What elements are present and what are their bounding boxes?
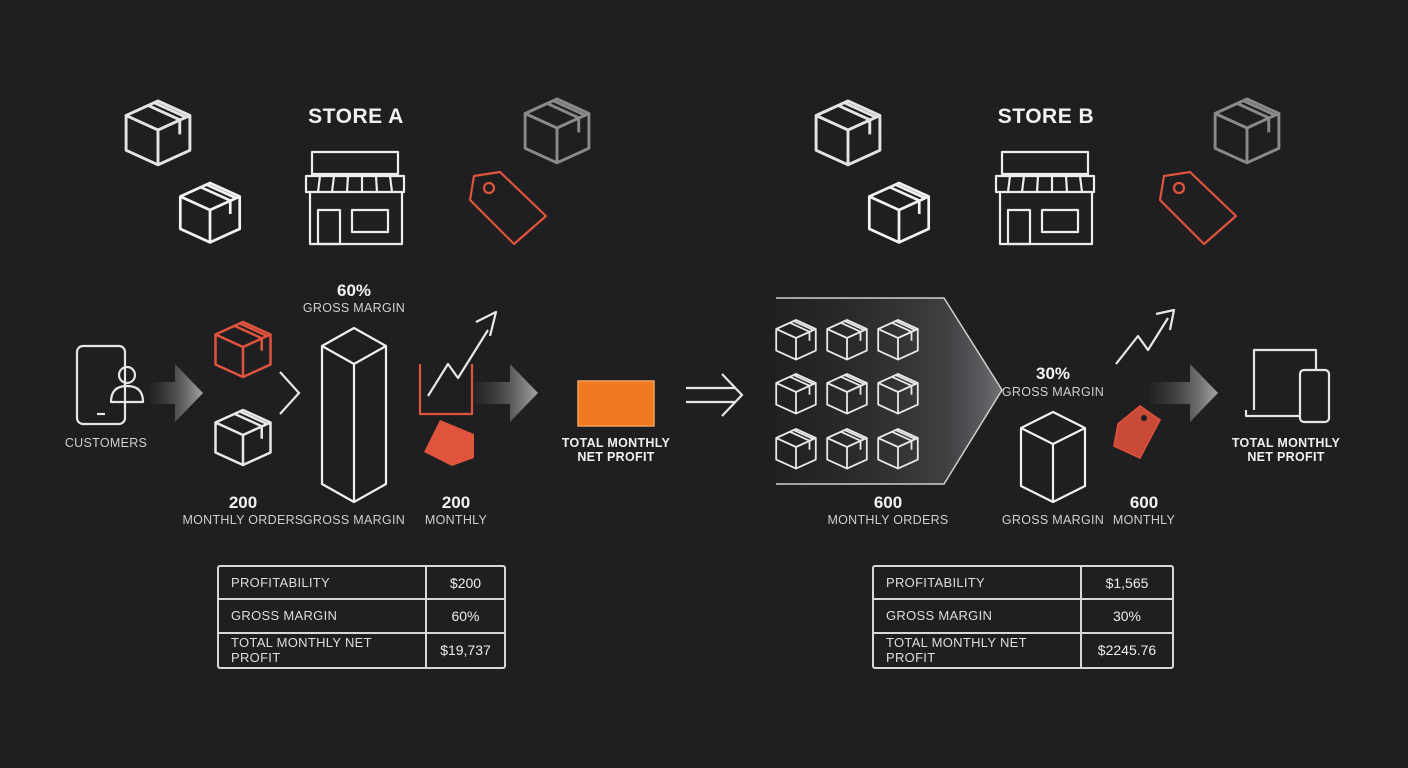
store-a-net-profit-label: TOTAL MONTHLY NET PROFIT — [561, 436, 671, 465]
store-b-monthly-label: MONTHLY — [1112, 513, 1176, 527]
store-a-title: STORE A — [308, 105, 404, 128]
store-a-customers-label: CUSTOMERS — [64, 436, 148, 450]
table-cell-value: $19,737 — [440, 642, 491, 659]
store-b-monthly-value: 600 — [1129, 493, 1159, 512]
store-b-net-profit-label: TOTAL MONTHLY NET PROFIT — [1231, 436, 1341, 465]
store-b-orders-value: 600 — [873, 493, 903, 512]
bar-prism-icon — [1019, 410, 1087, 504]
phone-customer-icon — [75, 344, 145, 426]
table-cell-label: GROSS MARGIN — [219, 600, 427, 634]
arrow-right-icon — [474, 364, 538, 422]
box-icon — [814, 99, 882, 167]
table-cell-label: TOTAL MONTHLY NET PROFIT — [874, 633, 1082, 667]
store-b-title: STORE B — [997, 105, 1095, 128]
box-icon — [1213, 97, 1281, 165]
price-tag-icon — [1113, 405, 1161, 459]
orders-chevron-panel — [776, 297, 1003, 485]
store-b-orders-label: MONTHLY ORDERS — [827, 513, 949, 527]
table-cell-label: GROSS MARGIN — [874, 600, 1082, 634]
table-cell-value: $200 — [427, 567, 504, 601]
store-a-monthly-value: 200 — [441, 493, 471, 512]
table-cell-value: 60% — [427, 600, 504, 634]
price-tag-icon — [468, 170, 548, 246]
table-cell-value: 30% — [1082, 600, 1172, 634]
table-cell-label: PROFITABILITY — [219, 567, 427, 601]
table-cell-label: TOTAL MONTHLY NET PROFIT — [219, 633, 427, 667]
store-a-orders-value: 200 — [228, 493, 258, 512]
store-b-metrics-table: PROFITABILITY $1,565 GROSS MARGIN 30% TO… — [872, 565, 1174, 669]
growth-arrow-icon — [1115, 308, 1176, 365]
store-b-margin-label: GROSS MARGIN — [1001, 385, 1105, 399]
table-cell-value: $1,565 — [1082, 567, 1172, 601]
store-b-margin-value: 30% — [1035, 364, 1071, 383]
price-tag-icon — [1158, 170, 1238, 246]
double-arrow-icon — [686, 373, 744, 417]
box-icon — [214, 320, 272, 379]
store-a-margin-value: 60% — [336, 281, 372, 300]
table-cell-label: PROFITABILITY — [874, 567, 1082, 601]
store-a-margin-label: GROSS MARGIN — [302, 301, 406, 315]
box-icon — [214, 408, 272, 467]
arrow-right-icon — [1150, 364, 1218, 422]
store-a-bar-label: GROSS MARGIN — [302, 513, 406, 527]
table-cell-value: $2245.76 — [1097, 642, 1157, 659]
box-icon — [867, 181, 931, 244]
growth-arrow-icon — [418, 310, 498, 466]
chevron-right-icon — [279, 371, 301, 415]
box-icon — [178, 181, 242, 244]
store-a-metrics-table: PROFITABILITY $200 GROSS MARGIN 60% TOTA… — [217, 565, 506, 669]
arrow-right-icon — [150, 364, 203, 422]
box-icon — [124, 99, 192, 167]
laptop-phone-icon — [1244, 348, 1331, 424]
store-b-bar-label: GROSS MARGIN — [1001, 513, 1105, 527]
net-profit-card — [577, 380, 655, 427]
box-icon — [523, 97, 591, 165]
store-a-orders-label: MONTHLY ORDERS — [182, 513, 304, 527]
store-icon — [304, 150, 406, 246]
store-a-monthly-label: MONTHLY — [424, 513, 488, 527]
bar-prism-icon — [320, 326, 388, 504]
store-icon — [994, 150, 1096, 246]
